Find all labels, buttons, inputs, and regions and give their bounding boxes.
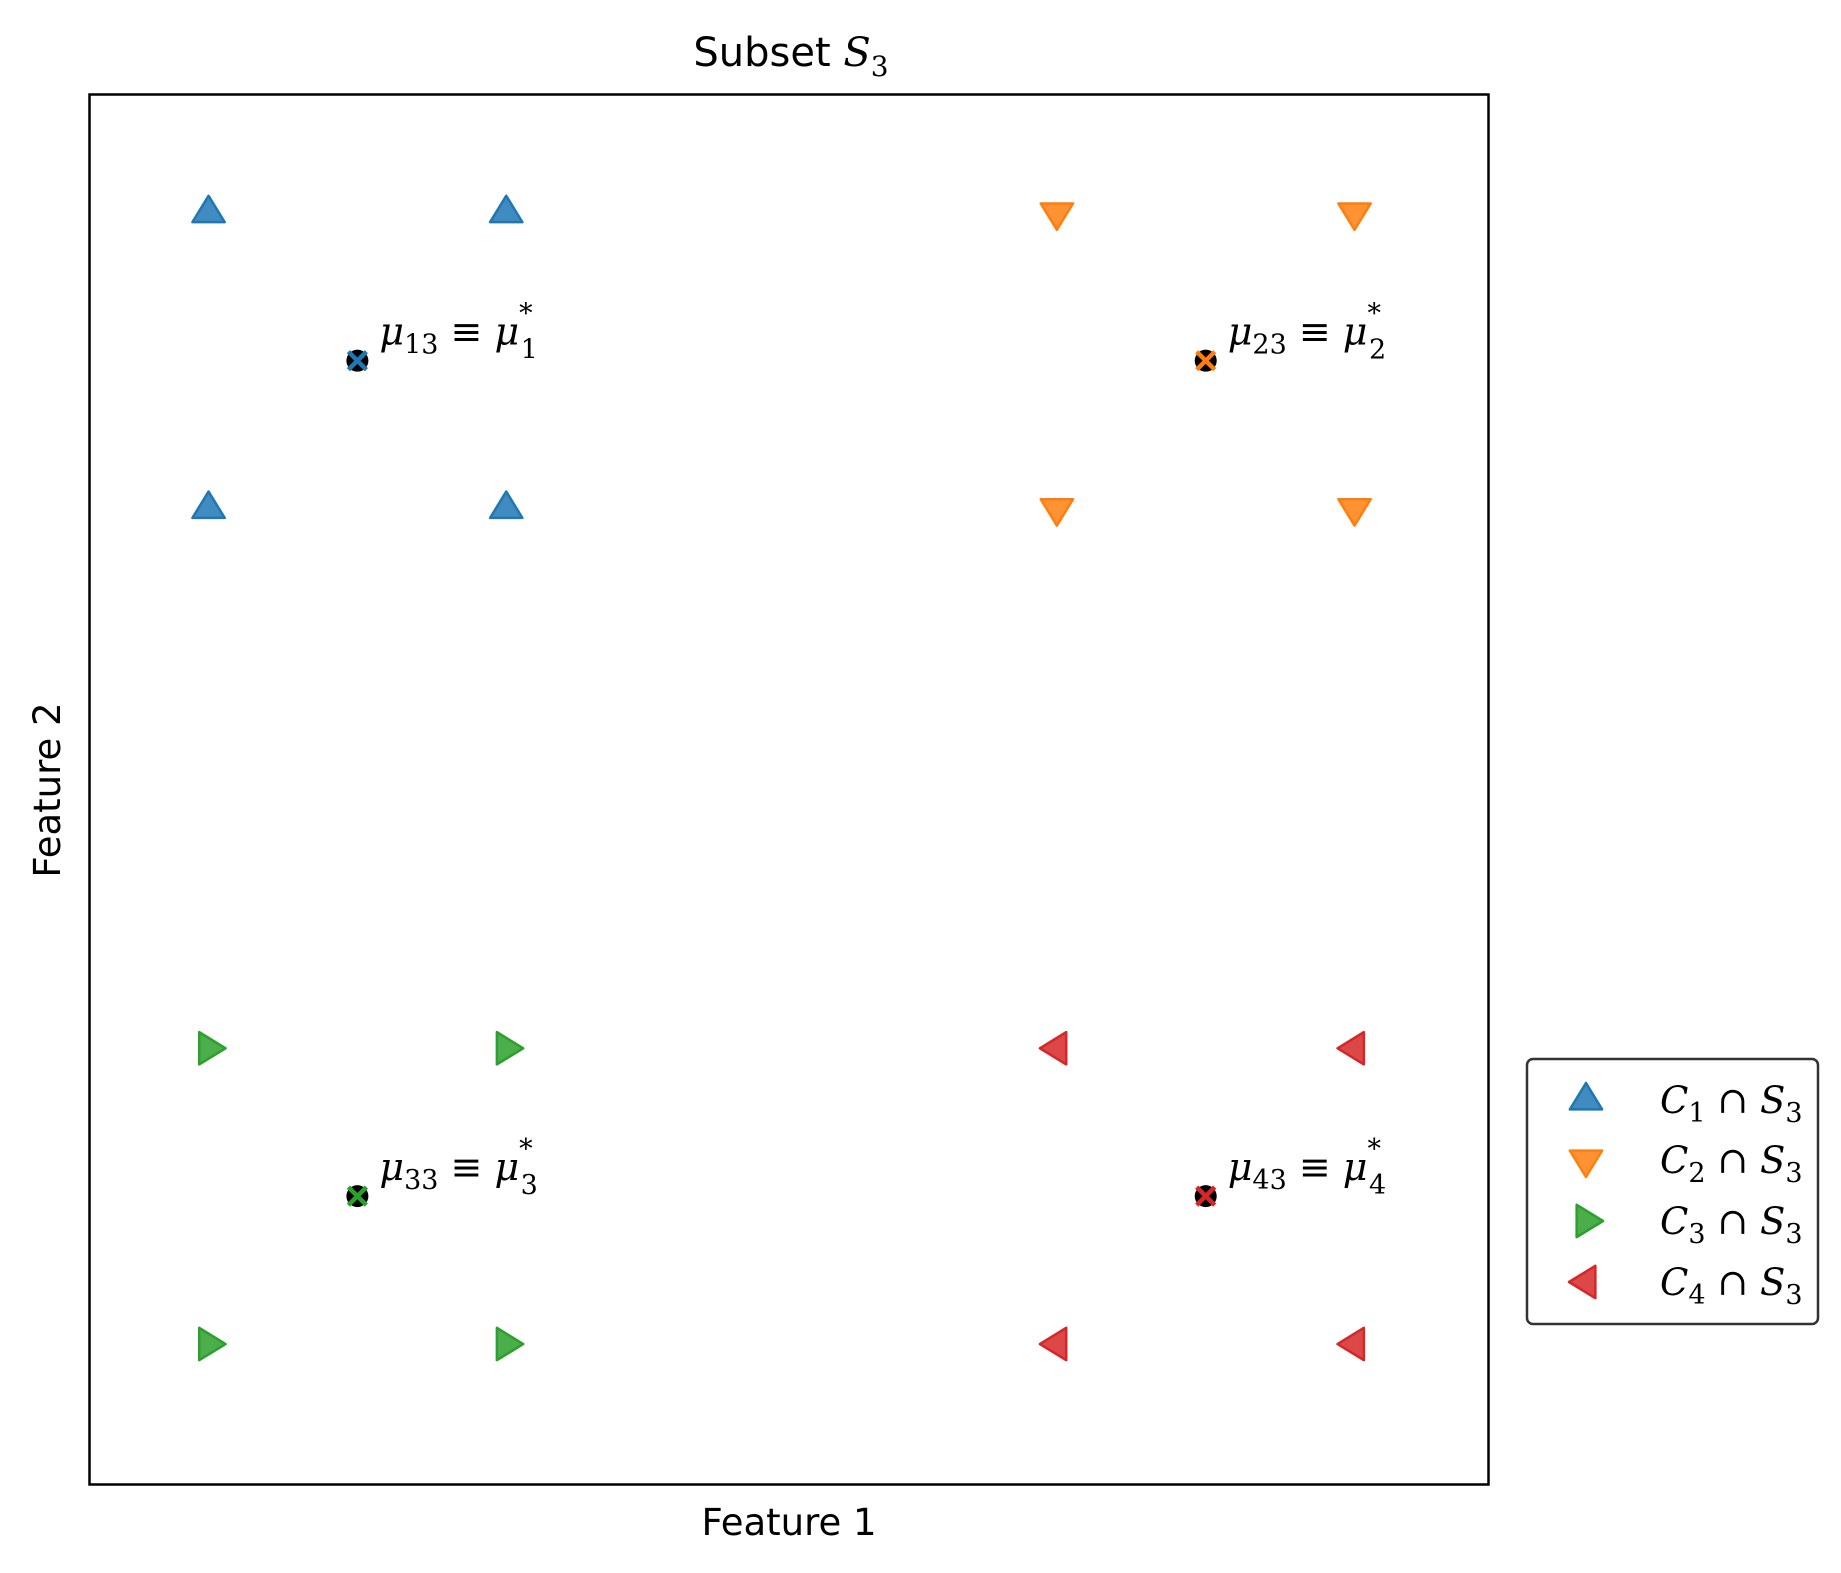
series-4-point-4 <box>1336 1326 1366 1362</box>
centroid-1: μ13 ≡ μ*1 <box>346 299 538 372</box>
legend-item-1: C1 ∩ S3 <box>1568 1079 1803 1129</box>
series-4-point-3 <box>1038 1326 1068 1362</box>
centroid-4: μ43 ≡ μ*4 <box>1194 1134 1386 1208</box>
legend-label-4: C4 ∩ S3 <box>1660 1261 1803 1311</box>
legend-label-2: C2 ∩ S3 <box>1660 1139 1803 1189</box>
legend-marker-4 <box>1567 1264 1597 1300</box>
centroid-label-4: μ43 ≡ μ*4 <box>1228 1134 1386 1201</box>
legend-label-1: C1 ∩ S3 <box>1660 1079 1803 1129</box>
centroid-label-3: μ33 ≡ μ*3 <box>379 1134 537 1201</box>
series-1-point-1 <box>191 194 226 224</box>
centroid-markers: μ13 ≡ μ*1 μ23 ≡ μ*2 μ33 ≡ μ*3 μ43 ≡ μ*4 <box>346 299 1386 1208</box>
series-2-point-1 <box>1039 202 1075 232</box>
centroid-3: μ33 ≡ μ*3 <box>346 1134 538 1208</box>
legend-item-2: C2 ∩ S3 <box>1568 1139 1803 1189</box>
series-3-point-3 <box>197 1326 227 1362</box>
centroid-label-1: μ13 ≡ μ*1 <box>379 299 537 366</box>
series-2-point-2 <box>1337 202 1372 232</box>
legend-item-3: C3 ∩ S3 <box>1575 1200 1803 1250</box>
series-1-point-2 <box>488 194 524 224</box>
legend-box <box>1525 1057 1820 1326</box>
chart-title: Subset S3 <box>693 30 888 83</box>
legend-item-4: C4 ∩ S3 <box>1567 1261 1803 1311</box>
series-3-point-4 <box>495 1326 525 1362</box>
legend-marker-2 <box>1568 1149 1604 1179</box>
centroid-cross-mark <box>346 1185 368 1207</box>
series-4-point-1 <box>1038 1030 1068 1066</box>
series-2-point-3 <box>1039 497 1075 527</box>
centroid-cross-mark <box>346 350 368 372</box>
series-1-point-4 <box>488 490 524 520</box>
legend-marker-1 <box>1568 1081 1604 1111</box>
x-axis-label: Feature 1 <box>701 1501 876 1544</box>
series-1-point-3 <box>191 490 226 520</box>
y-axis-label: Feature 2 <box>26 702 69 877</box>
plot-area <box>88 93 1490 1486</box>
legend-marker-3 <box>1575 1203 1605 1239</box>
centroid-2: μ23 ≡ μ*2 <box>1194 299 1386 372</box>
series-2-point-4 <box>1337 497 1372 527</box>
centroid-label-2: μ23 ≡ μ*2 <box>1228 299 1386 366</box>
centroid-cross-mark <box>1195 350 1217 372</box>
data-points <box>191 194 1372 1362</box>
series-4-point-2 <box>1336 1030 1366 1066</box>
legend: C1 ∩ S3 C2 ∩ S3 C3 ∩ S3 C4 ∩ S3 <box>1525 1057 1820 1326</box>
legend-label-3: C3 ∩ S3 <box>1660 1200 1803 1250</box>
series-3-point-2 <box>495 1030 525 1066</box>
series-3-point-1 <box>197 1030 227 1066</box>
centroid-cross-mark <box>1195 1185 1217 1207</box>
